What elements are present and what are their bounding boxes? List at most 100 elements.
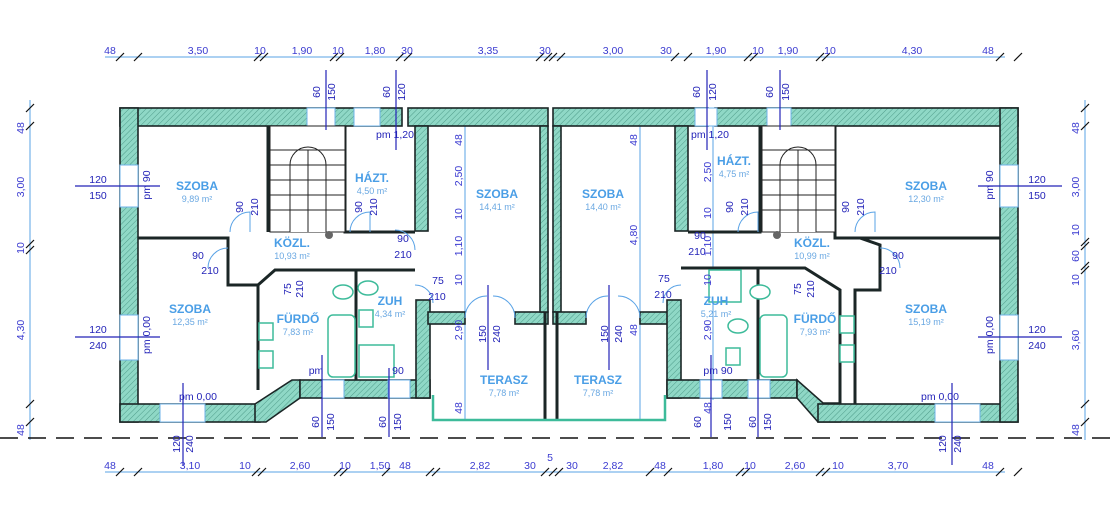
opening-label: 90: [234, 201, 246, 213]
bottom-dimension: 10: [832, 460, 844, 472]
right-dimension: 3,60: [1070, 330, 1082, 351]
interior-dimension: 48: [453, 402, 465, 414]
toilet-right-2: [727, 318, 749, 334]
dimension-tick: [339, 467, 349, 477]
opening-label: 90: [192, 250, 204, 262]
room-area: 4,34 m²: [375, 309, 406, 319]
opening-label: pm 0,00: [179, 391, 217, 403]
top-dimension: 3,00: [603, 45, 624, 57]
opening-label: 120: [171, 435, 183, 453]
opening-label: 240: [184, 435, 196, 453]
left-dimension: 48: [15, 122, 27, 134]
room-name: KÖZL.: [274, 235, 310, 250]
right-dimension: 10: [1070, 224, 1082, 236]
interior-dimension: 10: [453, 208, 465, 220]
opening-label: 120: [89, 324, 107, 336]
dimension-tick: [335, 52, 345, 62]
opening-label: pm 1,20: [376, 129, 414, 141]
dimension-tick: [995, 467, 1005, 477]
top-dimension: 10: [254, 45, 266, 57]
bottom-dimension: 2,82: [470, 460, 491, 472]
top-dimension: 48: [982, 45, 994, 57]
opening-label: 120: [1028, 174, 1046, 186]
opening-label: 150: [325, 413, 337, 431]
opening-label: 60: [311, 86, 323, 98]
bottom-dimension: 1,80: [703, 460, 724, 472]
opening-label: 60: [747, 416, 759, 428]
opening-label: 150: [722, 413, 734, 431]
opening-label: pm 90: [703, 365, 732, 377]
dimension-tick: [540, 467, 550, 477]
opening-label: 75: [282, 283, 294, 295]
room-area: 5,21 m²: [701, 309, 732, 319]
dimension-tick: [25, 417, 35, 427]
interior-dimension: 4,80: [628, 225, 640, 246]
dimension-tick: [25, 245, 35, 255]
dimension-tick: [535, 52, 545, 62]
opening-label: 240: [613, 325, 625, 343]
room-name: ZUH: [378, 294, 403, 308]
bottom-dimension: 48: [399, 460, 411, 472]
opening-label: 120: [1028, 324, 1046, 336]
dimension-tick: [1013, 467, 1023, 477]
opening-label: 150: [780, 83, 792, 101]
room-area: 14,41 m²: [479, 202, 515, 212]
opening-label: pm 90: [141, 170, 153, 199]
bottom-dimension: 48: [104, 460, 116, 472]
opening-label: 90: [353, 201, 365, 213]
dimension-tick: [257, 467, 267, 477]
room-name: TERASZ: [574, 373, 622, 387]
opening-label: 60: [764, 86, 776, 98]
opening-label: 210: [249, 198, 261, 216]
sink-right-1: [839, 315, 855, 334]
staircase-right: [761, 125, 836, 239]
room-area: 7,93 m²: [800, 327, 831, 337]
top-dimension: 4,30: [902, 45, 923, 57]
top-dimension: 3,35: [478, 45, 499, 57]
dimension-tick: [1013, 52, 1023, 62]
interior-dimension: 48: [628, 134, 640, 146]
dimension-tick: [683, 52, 693, 62]
top-dimension: 10: [824, 45, 836, 57]
opening-label: 120: [396, 83, 408, 101]
dimension-tick: [645, 467, 655, 477]
opening-label: pm 90: [984, 170, 996, 199]
dimension-tick: [554, 467, 564, 477]
top-dimension: 1,80: [365, 45, 386, 57]
opening-label: pm 1,20: [691, 129, 729, 141]
room-area: 4,75 m²: [719, 169, 750, 179]
right-dimension: 10: [1070, 274, 1082, 286]
left-dimension: 10: [15, 242, 27, 254]
opening-label: 210: [805, 280, 817, 298]
dimension-tick: [663, 467, 673, 477]
dimension-tick: [253, 52, 263, 62]
dimension-tick: [333, 467, 343, 477]
interior-dimension: 2,50: [453, 166, 465, 187]
dimension-tick: [133, 52, 143, 62]
bottom-dimension: 1,50: [370, 460, 391, 472]
dimension-tick: [25, 121, 35, 131]
dimension-tick: [548, 467, 558, 477]
opening-label: 120: [89, 174, 107, 186]
toilet-left-1: [332, 284, 354, 300]
opening-label: 150: [89, 190, 107, 202]
interior-dimension: 10: [453, 274, 465, 286]
opening-label: 240: [89, 340, 107, 352]
right-dimension: 60: [1070, 250, 1082, 262]
opening-label: 90: [840, 201, 852, 213]
shower-left: [358, 344, 395, 378]
opening-label: 210: [294, 280, 306, 298]
opening-label: 150: [762, 413, 774, 431]
dimension-tick: [431, 467, 441, 477]
sanitary-fixtures: [258, 269, 855, 378]
bottom-dimension: 10: [239, 460, 251, 472]
room-area: 7,78 m²: [489, 388, 520, 398]
opening-label: 210: [201, 265, 219, 277]
bathtub-left: [327, 314, 356, 378]
sink-left-2: [258, 350, 274, 369]
shower-right: [708, 269, 742, 303]
dimension-tick: [425, 467, 435, 477]
bathtub-right: [759, 314, 788, 378]
